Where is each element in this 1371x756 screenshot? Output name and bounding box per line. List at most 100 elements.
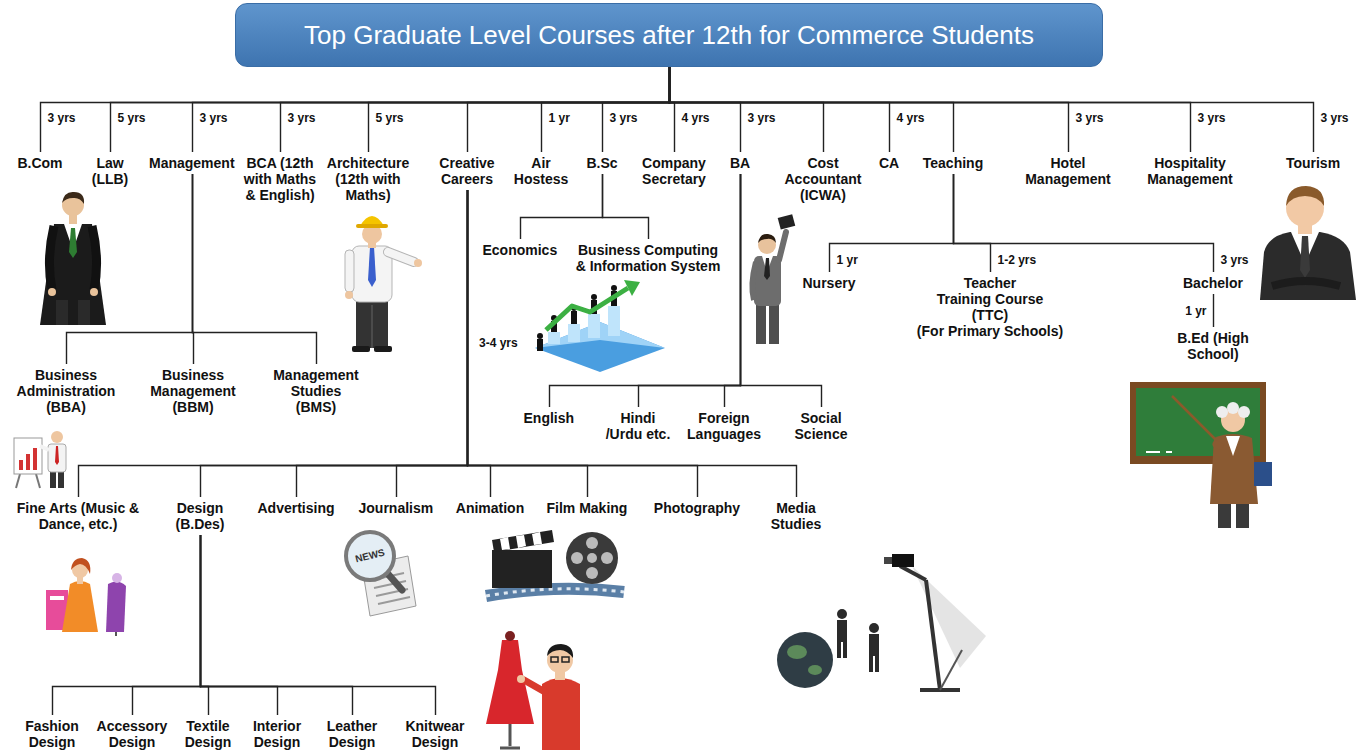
course-label: Foreign Languages <box>680 410 769 442</box>
connector-line <box>670 67 890 152</box>
businessman-figure <box>1260 186 1356 300</box>
connector-line <box>468 190 698 497</box>
duration-label: 3-4 yrs <box>478 336 519 350</box>
course-name: B.Ed (High School) <box>1163 330 1263 362</box>
course-label: Air Hostess <box>509 155 573 187</box>
duration-label: 3 yrs <box>609 111 639 125</box>
course-label: Law (LLB) <box>86 155 135 187</box>
course-name: Hospitality Management <box>1143 155 1238 187</box>
course-name: Cost Accountant (ICWA) <box>778 155 868 203</box>
course-label: Photography <box>652 500 742 516</box>
course-name: (For Primary Schools) <box>917 323 1063 339</box>
connector-line <box>281 67 670 152</box>
fashion-designer-figure <box>486 631 580 750</box>
connector-line <box>397 190 468 497</box>
connector-line <box>201 535 353 715</box>
course-label: BCA (12th with Maths & English) <box>238 155 322 203</box>
course-label: Business Administration (BBA) <box>4 367 128 415</box>
duration-label: 3 yrs <box>287 111 317 125</box>
course-name: Bachelor <box>1183 275 1243 291</box>
course-label: Fine Arts (Music & Dance, etc.) <box>13 500 143 532</box>
duration-label: 3 yrs <box>1220 253 1250 267</box>
duration-label: 1 yr <box>836 253 859 267</box>
duration-label: 3 yrs <box>1075 111 1105 125</box>
growth-chart-graphic <box>535 280 665 372</box>
course-name: Hotel Management <box>1021 155 1116 187</box>
course-name: Leather Design <box>317 718 387 750</box>
connector-line <box>297 190 468 497</box>
connector-line <box>670 67 1191 152</box>
course-label: Leather Design <box>315 718 389 750</box>
course-label: BA <box>728 155 752 171</box>
fine-arts-figure <box>46 558 126 636</box>
course-name: Fine Arts (Music & Dance, etc.) <box>15 500 141 532</box>
course-label: Business Computing & Information System <box>571 242 725 274</box>
course-label: Creative Careers <box>430 155 504 187</box>
connector-line <box>468 67 670 152</box>
course-name: Hindi /Urdu etc. <box>601 410 676 442</box>
course-label: Architecture (12th with Maths) <box>321 155 415 203</box>
course-label: Advertising <box>255 500 336 516</box>
course-label: Textile Design <box>171 718 245 750</box>
film-reel-clapper <box>486 530 624 596</box>
duration-label: 4 yrs <box>681 111 711 125</box>
connector-line <box>830 174 954 272</box>
course-label: Bachelor <box>1181 275 1245 291</box>
course-name: Design (B.Des) <box>165 500 235 532</box>
course-name: BA <box>730 155 750 171</box>
course-label: Journalism <box>357 500 436 516</box>
course-name: Teaching <box>923 155 983 171</box>
connector-line <box>670 67 1314 152</box>
course-name: Advertising <box>257 500 334 516</box>
course-label: Company Secretary <box>632 155 716 187</box>
course-label: Hindi /Urdu etc. <box>599 410 678 442</box>
course-name: B.Com <box>17 155 62 171</box>
course-name: BCA (12th with Maths & English) <box>240 155 320 203</box>
course-name: Tourism <box>1286 155 1340 171</box>
course-label: English <box>522 410 577 426</box>
connector-line <box>954 174 1214 272</box>
duration-label: 3 yrs <box>1197 111 1227 125</box>
course-name: Economics <box>483 242 558 258</box>
course-name: B.Sc <box>586 155 617 171</box>
course-name: Film Making <box>547 500 628 516</box>
duration-label: 3 yrs <box>1320 111 1350 125</box>
course-label: B.Sc <box>584 155 619 171</box>
connector-line <box>725 174 741 407</box>
connector-line <box>670 67 954 152</box>
newspaper-text: NEWS <box>354 547 386 566</box>
course-name: Teacher Training Course (TTC) <box>935 275 1045 323</box>
connector-line <box>133 535 201 715</box>
course-label: Hotel Management <box>1019 155 1118 187</box>
course-label: Teacher Training Course (TTC)(For Primar… <box>915 275 1065 339</box>
connector-line <box>53 535 201 715</box>
connector-line <box>79 190 468 497</box>
duration-label: 5 yrs <box>117 111 147 125</box>
course-label: Cost Accountant (ICWA) <box>776 155 870 203</box>
course-label: Management Studies (BMS) <box>269 367 363 415</box>
lawyer-figure <box>40 192 106 325</box>
connector-line <box>111 67 670 152</box>
course-label: Management <box>147 155 237 171</box>
connector-line <box>954 174 991 272</box>
course-name: Management Studies (BMS) <box>271 367 361 415</box>
connector-line <box>670 67 675 152</box>
course-label: B.Ed (High School) <box>1161 330 1265 362</box>
course-name: Nursery <box>803 275 856 291</box>
course-label: Hospitality Management <box>1141 155 1240 187</box>
course-label: Nursery <box>801 275 858 291</box>
course-name: Law (LLB) <box>88 155 133 187</box>
course-label: Social Science <box>784 410 858 442</box>
connector-line <box>468 190 797 497</box>
course-name: Business Administration (BBA) <box>6 367 126 415</box>
course-name: Business Management (BBM) <box>143 367 243 415</box>
duration-label: 3 yrs <box>47 111 77 125</box>
architect-figure <box>345 216 422 352</box>
connector-line <box>670 67 824 152</box>
course-name: Media Studies <box>761 500 831 532</box>
course-name: CA <box>879 155 899 171</box>
course-name: English <box>524 410 575 426</box>
course-name: Company Secretary <box>634 155 714 187</box>
course-name: Foreign Languages <box>682 410 767 442</box>
